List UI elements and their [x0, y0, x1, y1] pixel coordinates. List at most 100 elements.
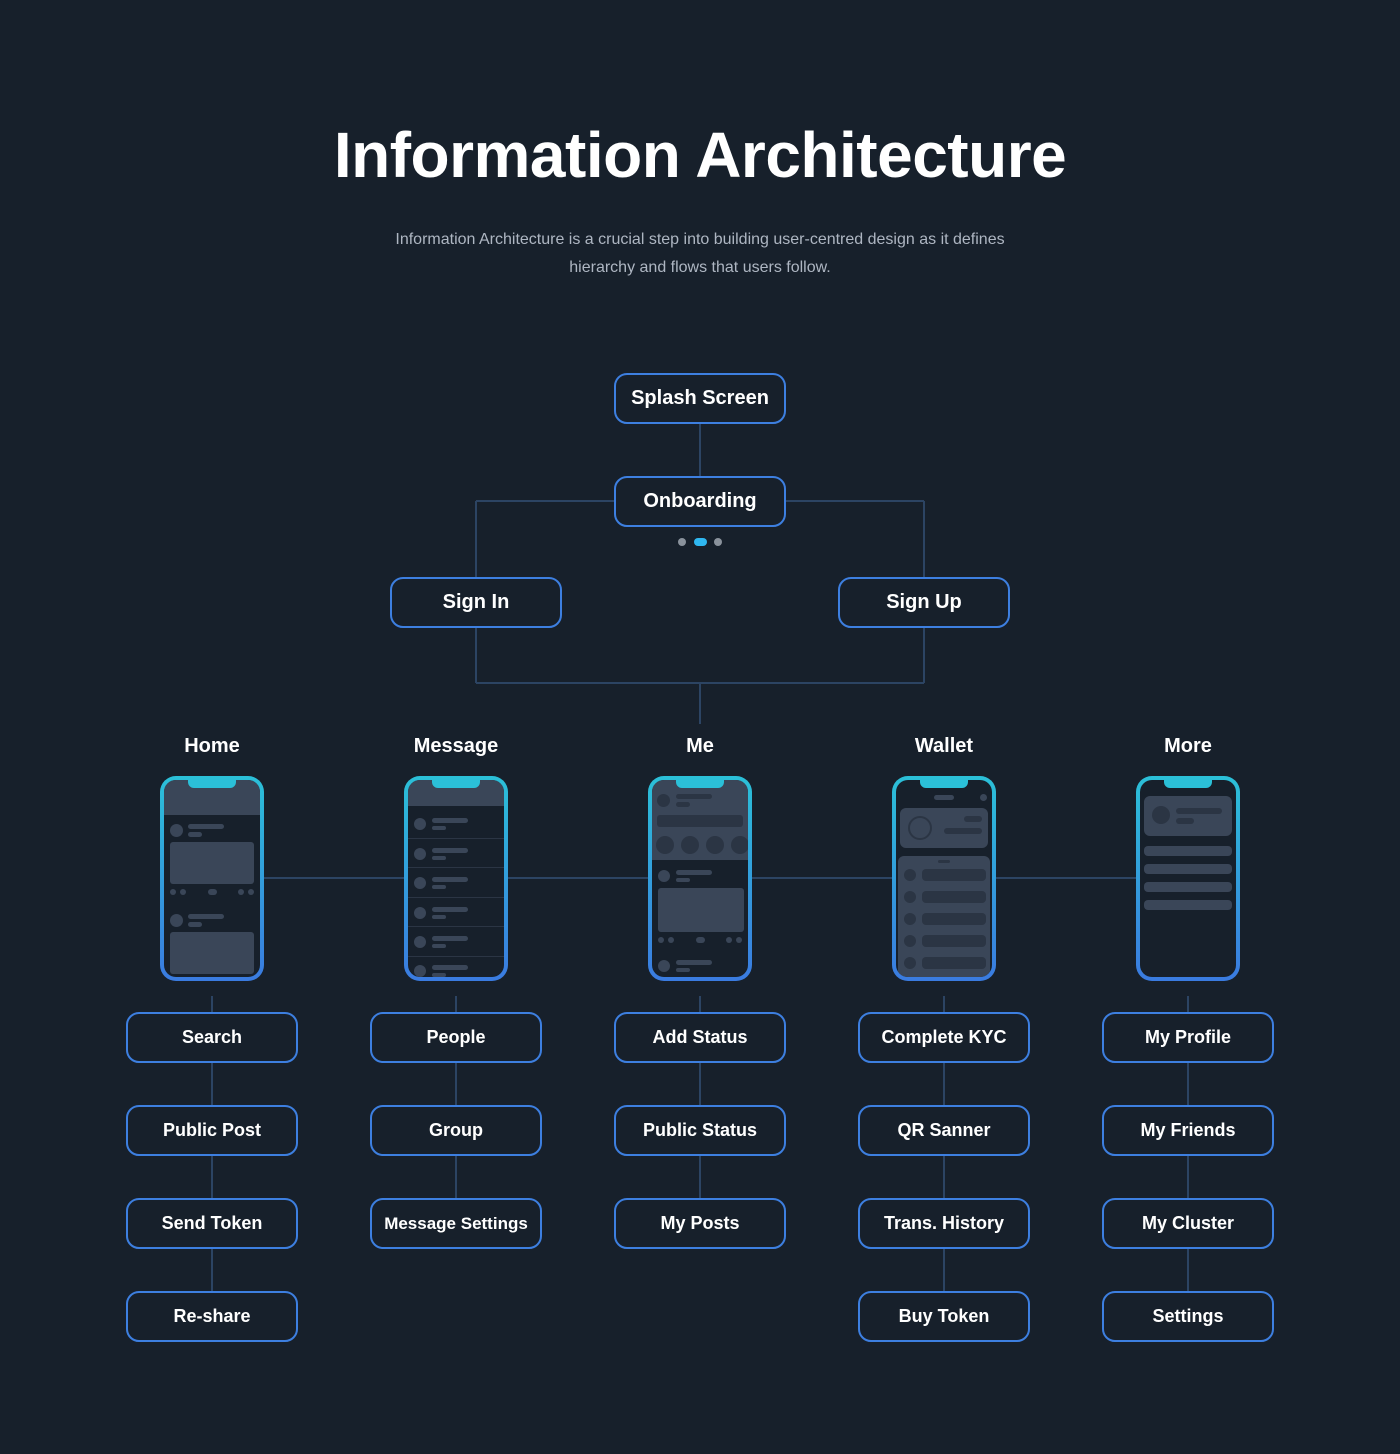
- avatar-placeholder: [414, 907, 426, 919]
- text-placeholder: [432, 826, 446, 830]
- message-node-people: People: [370, 1012, 542, 1063]
- action-dot-placeholder: [726, 937, 732, 943]
- page-subtitle: Information Architecture is a crucial st…: [395, 231, 1005, 276]
- sign-up-node: Sign Up: [838, 577, 1010, 628]
- text-placeholder: [934, 795, 954, 800]
- wallet-node-qr-scanner: QR Sanner: [858, 1105, 1030, 1156]
- text-placeholder: [432, 877, 468, 882]
- text-placeholder: [676, 968, 690, 972]
- text-placeholder: [676, 878, 690, 882]
- avatar-placeholder: [414, 877, 426, 889]
- text-placeholder: [432, 936, 468, 941]
- text-placeholder: [676, 802, 690, 807]
- row-divider: [408, 926, 504, 927]
- action-placeholder: [696, 937, 705, 943]
- icon-dot-placeholder: [980, 794, 987, 801]
- text-placeholder: [432, 885, 446, 889]
- text-placeholder: [432, 965, 468, 970]
- text-placeholder: [188, 824, 224, 829]
- text-placeholder: [432, 915, 446, 919]
- onboarding-pager: [676, 537, 724, 547]
- page-title: Information Architecture: [333, 119, 1067, 191]
- home-node-send-token: Send Token: [126, 1198, 298, 1249]
- tab-label-wallet: Wallet: [914, 735, 974, 757]
- action-dot-placeholder: [736, 937, 742, 943]
- me-node-public-status: Public Status: [614, 1105, 786, 1156]
- text-placeholder: [944, 828, 982, 834]
- story-circle-placeholder: [681, 836, 699, 854]
- avatar-placeholder: [658, 870, 670, 882]
- row-divider: [408, 867, 504, 868]
- text-placeholder: [1176, 808, 1222, 814]
- me-node-add-status: Add Status: [614, 1012, 786, 1063]
- message-node-group: Group: [370, 1105, 542, 1156]
- menu-row-placeholder: [1144, 864, 1232, 874]
- more-node-settings: Settings: [1102, 1291, 1274, 1342]
- action-dot-placeholder: [658, 937, 664, 943]
- me-node-my-posts: My Posts: [614, 1198, 786, 1249]
- more-phone-mockup: [1136, 776, 1240, 981]
- wallet-node-buy-token: Buy Token: [858, 1291, 1030, 1342]
- transaction-icon-placeholder: [904, 891, 916, 903]
- tab-label-message: Message: [413, 735, 499, 757]
- tab-label-more: More: [1164, 735, 1212, 757]
- tab-label-me: Me: [686, 735, 714, 757]
- avatar-placeholder: [414, 936, 426, 948]
- text-placeholder: [432, 818, 468, 823]
- message-phone-mockup: [404, 776, 508, 981]
- pager-dot-3: [714, 538, 722, 546]
- menu-row-placeholder: [1144, 900, 1232, 910]
- onboarding-node: Onboarding: [614, 476, 786, 527]
- row-divider: [408, 897, 504, 898]
- avatar-placeholder: [414, 818, 426, 830]
- wallet-avatar-placeholder: [908, 816, 932, 840]
- row-divider: [408, 838, 504, 839]
- story-circle-placeholder: [706, 836, 724, 854]
- more-node-my-friends: My Friends: [1102, 1105, 1274, 1156]
- avatar-placeholder: [657, 794, 670, 807]
- avatar-placeholder: [658, 960, 670, 972]
- text-placeholder: [188, 832, 202, 837]
- splash-screen-node: Splash Screen: [614, 373, 786, 424]
- pager-dot-1: [678, 538, 686, 546]
- home-phone-mockup: [160, 776, 264, 981]
- text-placeholder: [188, 922, 202, 927]
- sign-in-node: Sign In: [390, 577, 562, 628]
- more-phone-screen: [1140, 780, 1236, 977]
- action-dot-placeholder: [248, 889, 254, 895]
- transaction-icon-placeholder: [904, 935, 916, 947]
- menu-row-placeholder: [1144, 846, 1232, 856]
- transaction-row-placeholder: [922, 935, 986, 947]
- text-placeholder: [432, 856, 446, 860]
- avatar-placeholder: [414, 965, 426, 977]
- action-dot-placeholder: [238, 889, 244, 895]
- story-circle-placeholder: [731, 836, 748, 854]
- transaction-row-placeholder: [922, 913, 986, 925]
- home-node-search: Search: [126, 1012, 298, 1063]
- phone-notch: [1164, 780, 1212, 788]
- avatar-placeholder: [414, 848, 426, 860]
- me-phone-screen: [652, 780, 748, 977]
- transaction-icon-placeholder: [904, 913, 916, 925]
- phone-notch: [920, 780, 968, 788]
- text-placeholder: [676, 960, 712, 965]
- action-placeholder: [208, 889, 217, 895]
- transaction-row-placeholder: [922, 891, 986, 903]
- image-placeholder: [170, 842, 254, 884]
- avatar-placeholder: [170, 824, 183, 837]
- home-phone-screen: [164, 780, 260, 977]
- transaction-icon-placeholder: [904, 869, 916, 881]
- wallet-node-complete-kyc: Complete KYC: [858, 1012, 1030, 1063]
- text-placeholder: [432, 848, 468, 853]
- message-node-message-settings: Message Settings: [370, 1198, 542, 1249]
- transaction-icon-placeholder: [904, 957, 916, 969]
- avatar-placeholder: [1152, 806, 1170, 824]
- wallet-node-trans-history: Trans. History: [858, 1198, 1030, 1249]
- phone-notch: [432, 780, 480, 788]
- phone-notch: [188, 780, 236, 788]
- transaction-row-placeholder: [922, 869, 986, 881]
- action-dot-placeholder: [668, 937, 674, 943]
- row-divider: [408, 956, 504, 957]
- message-phone-screen: [408, 780, 504, 977]
- text-placeholder: [188, 914, 224, 919]
